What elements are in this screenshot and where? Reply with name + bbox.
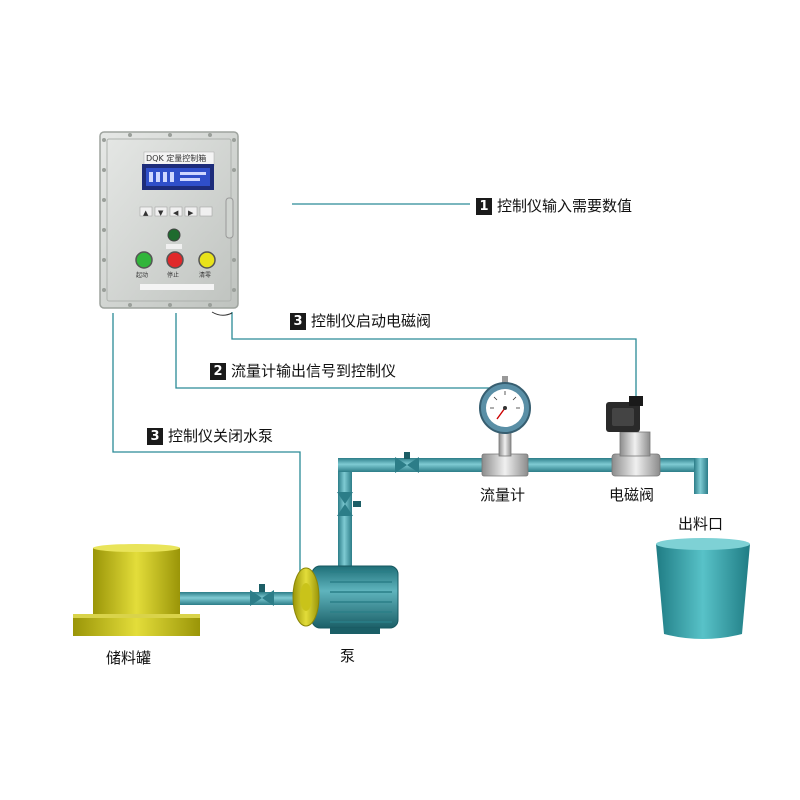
step-number-badge: 1: [476, 198, 492, 215]
panel-title: DQK 定量控制箱: [146, 154, 207, 163]
pipe-outlet-drop: [694, 458, 708, 494]
outlet-bucket: [656, 538, 750, 639]
ball-valve-riser: [337, 492, 361, 516]
panel-indicator-green: [167, 228, 181, 242]
step-number-badge: 3: [290, 313, 306, 330]
control-panel: ▲ ▼ ◀ ▶: [99, 131, 239, 316]
panel-button-label-stop: 停止: [167, 272, 180, 279]
storage-tank-label: 储料罐: [106, 649, 152, 667]
ball-valve-tank-line: [250, 584, 274, 606]
panel-button-stop: [166, 251, 184, 269]
ball-valve-top: [395, 452, 419, 473]
step-label-2: 2 流量计输出信号到控制仪: [210, 361, 396, 381]
panel-button-label-start: 起动: [136, 272, 149, 279]
solenoid-valve-label: 电磁阀: [609, 486, 655, 504]
step-label-3-valve: 3 控制仪启动电磁阀: [290, 311, 431, 331]
step-number-badge: 3: [147, 428, 163, 445]
pipework: [175, 458, 708, 605]
step-label-3-pump: 3 控制仪关闭水泵: [147, 426, 273, 446]
signal-line-3-pump: [112, 313, 301, 573]
pipe-tank-to-pump: [175, 592, 305, 605]
pump: [292, 565, 399, 634]
panel-button-clear: [198, 251, 216, 269]
step-label-1: 1 控制仪输入需要数值: [476, 196, 632, 216]
signal-line-2-flowmeter: [175, 313, 505, 389]
step-number-badge: 2: [210, 363, 226, 380]
step-text: 控制仪输入需要数值: [497, 197, 633, 215]
panel-button-label-clear: 清零: [199, 272, 212, 279]
pump-label: 泵: [340, 647, 356, 665]
step-text: 控制仪启动电磁阀: [311, 312, 432, 330]
flowmeter: [479, 376, 531, 477]
storage-tank: [73, 544, 200, 636]
flowmeter-label: 流量计: [480, 486, 526, 504]
svg-text:▲: ▲: [143, 209, 149, 217]
svg-text:▶: ▶: [188, 209, 194, 217]
signal-line-3-valve: [231, 312, 637, 397]
signal-lines: [112, 203, 637, 573]
step-text: 流量计输出信号到控制仪: [231, 362, 397, 380]
svg-text:▼: ▼: [158, 209, 164, 217]
outlet-label: 出料口: [678, 515, 724, 533]
solenoid-valve: [606, 396, 661, 477]
panel-button-start: [135, 251, 153, 269]
svg-text:◀: ◀: [173, 209, 179, 217]
step-text: 控制仪关闭水泵: [168, 427, 274, 445]
